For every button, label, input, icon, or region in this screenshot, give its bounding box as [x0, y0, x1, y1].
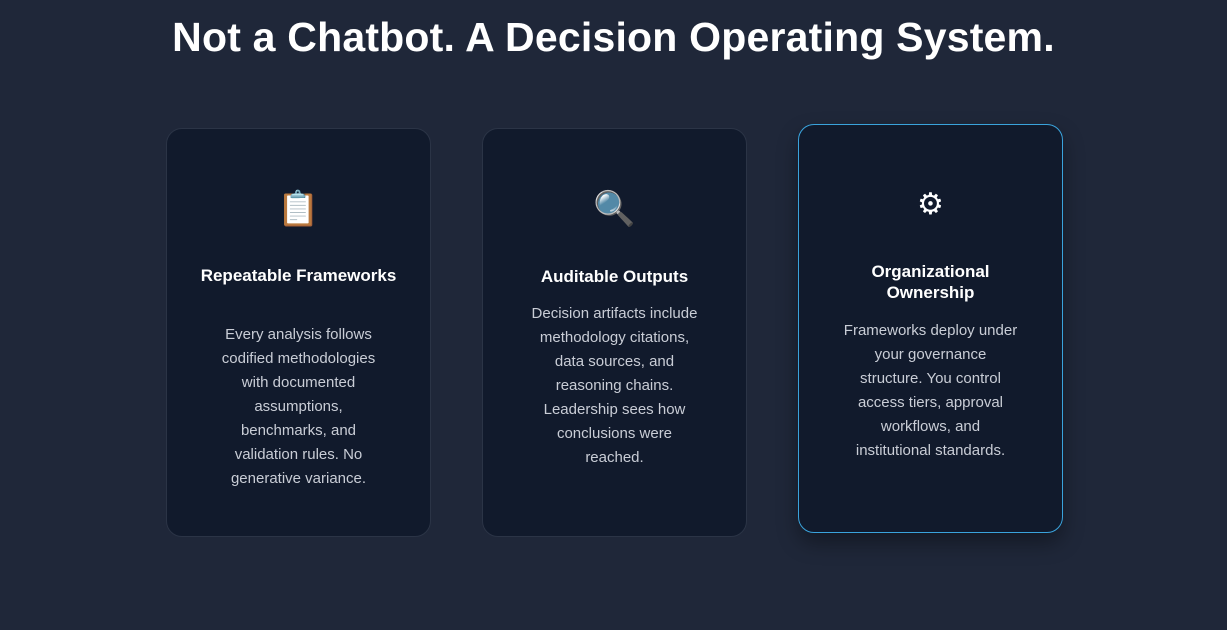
clipboard-icon: 📋: [277, 190, 320, 228]
card-description: Decision artifacts include methodology c…: [531, 305, 698, 466]
card-description: Frameworks deploy under your governance …: [843, 322, 1018, 459]
card-description: Every analysis follows codified methodol…: [221, 326, 376, 487]
gear-icon: ⚙: [917, 188, 944, 221]
feature-card-repeatable-frameworks[interactable]: 📋 Repeatable Frameworks Every analysis f…: [166, 128, 431, 537]
card-title: Repeatable Frameworks: [200, 266, 397, 285]
magnifying-glass-icon: 🔍: [593, 190, 636, 228]
card-title: Organizational Ownership: [871, 262, 990, 302]
feature-card-organizational-ownership[interactable]: ⚙ Organizational Ownership Frameworks de…: [798, 124, 1063, 533]
feature-card-auditable-outputs[interactable]: 🔍 Auditable Outputs Decision artifacts i…: [482, 128, 747, 537]
card-title: Auditable Outputs: [540, 267, 689, 286]
page-title: Not a Chatbot. A Decision Operating Syst…: [172, 14, 1055, 60]
